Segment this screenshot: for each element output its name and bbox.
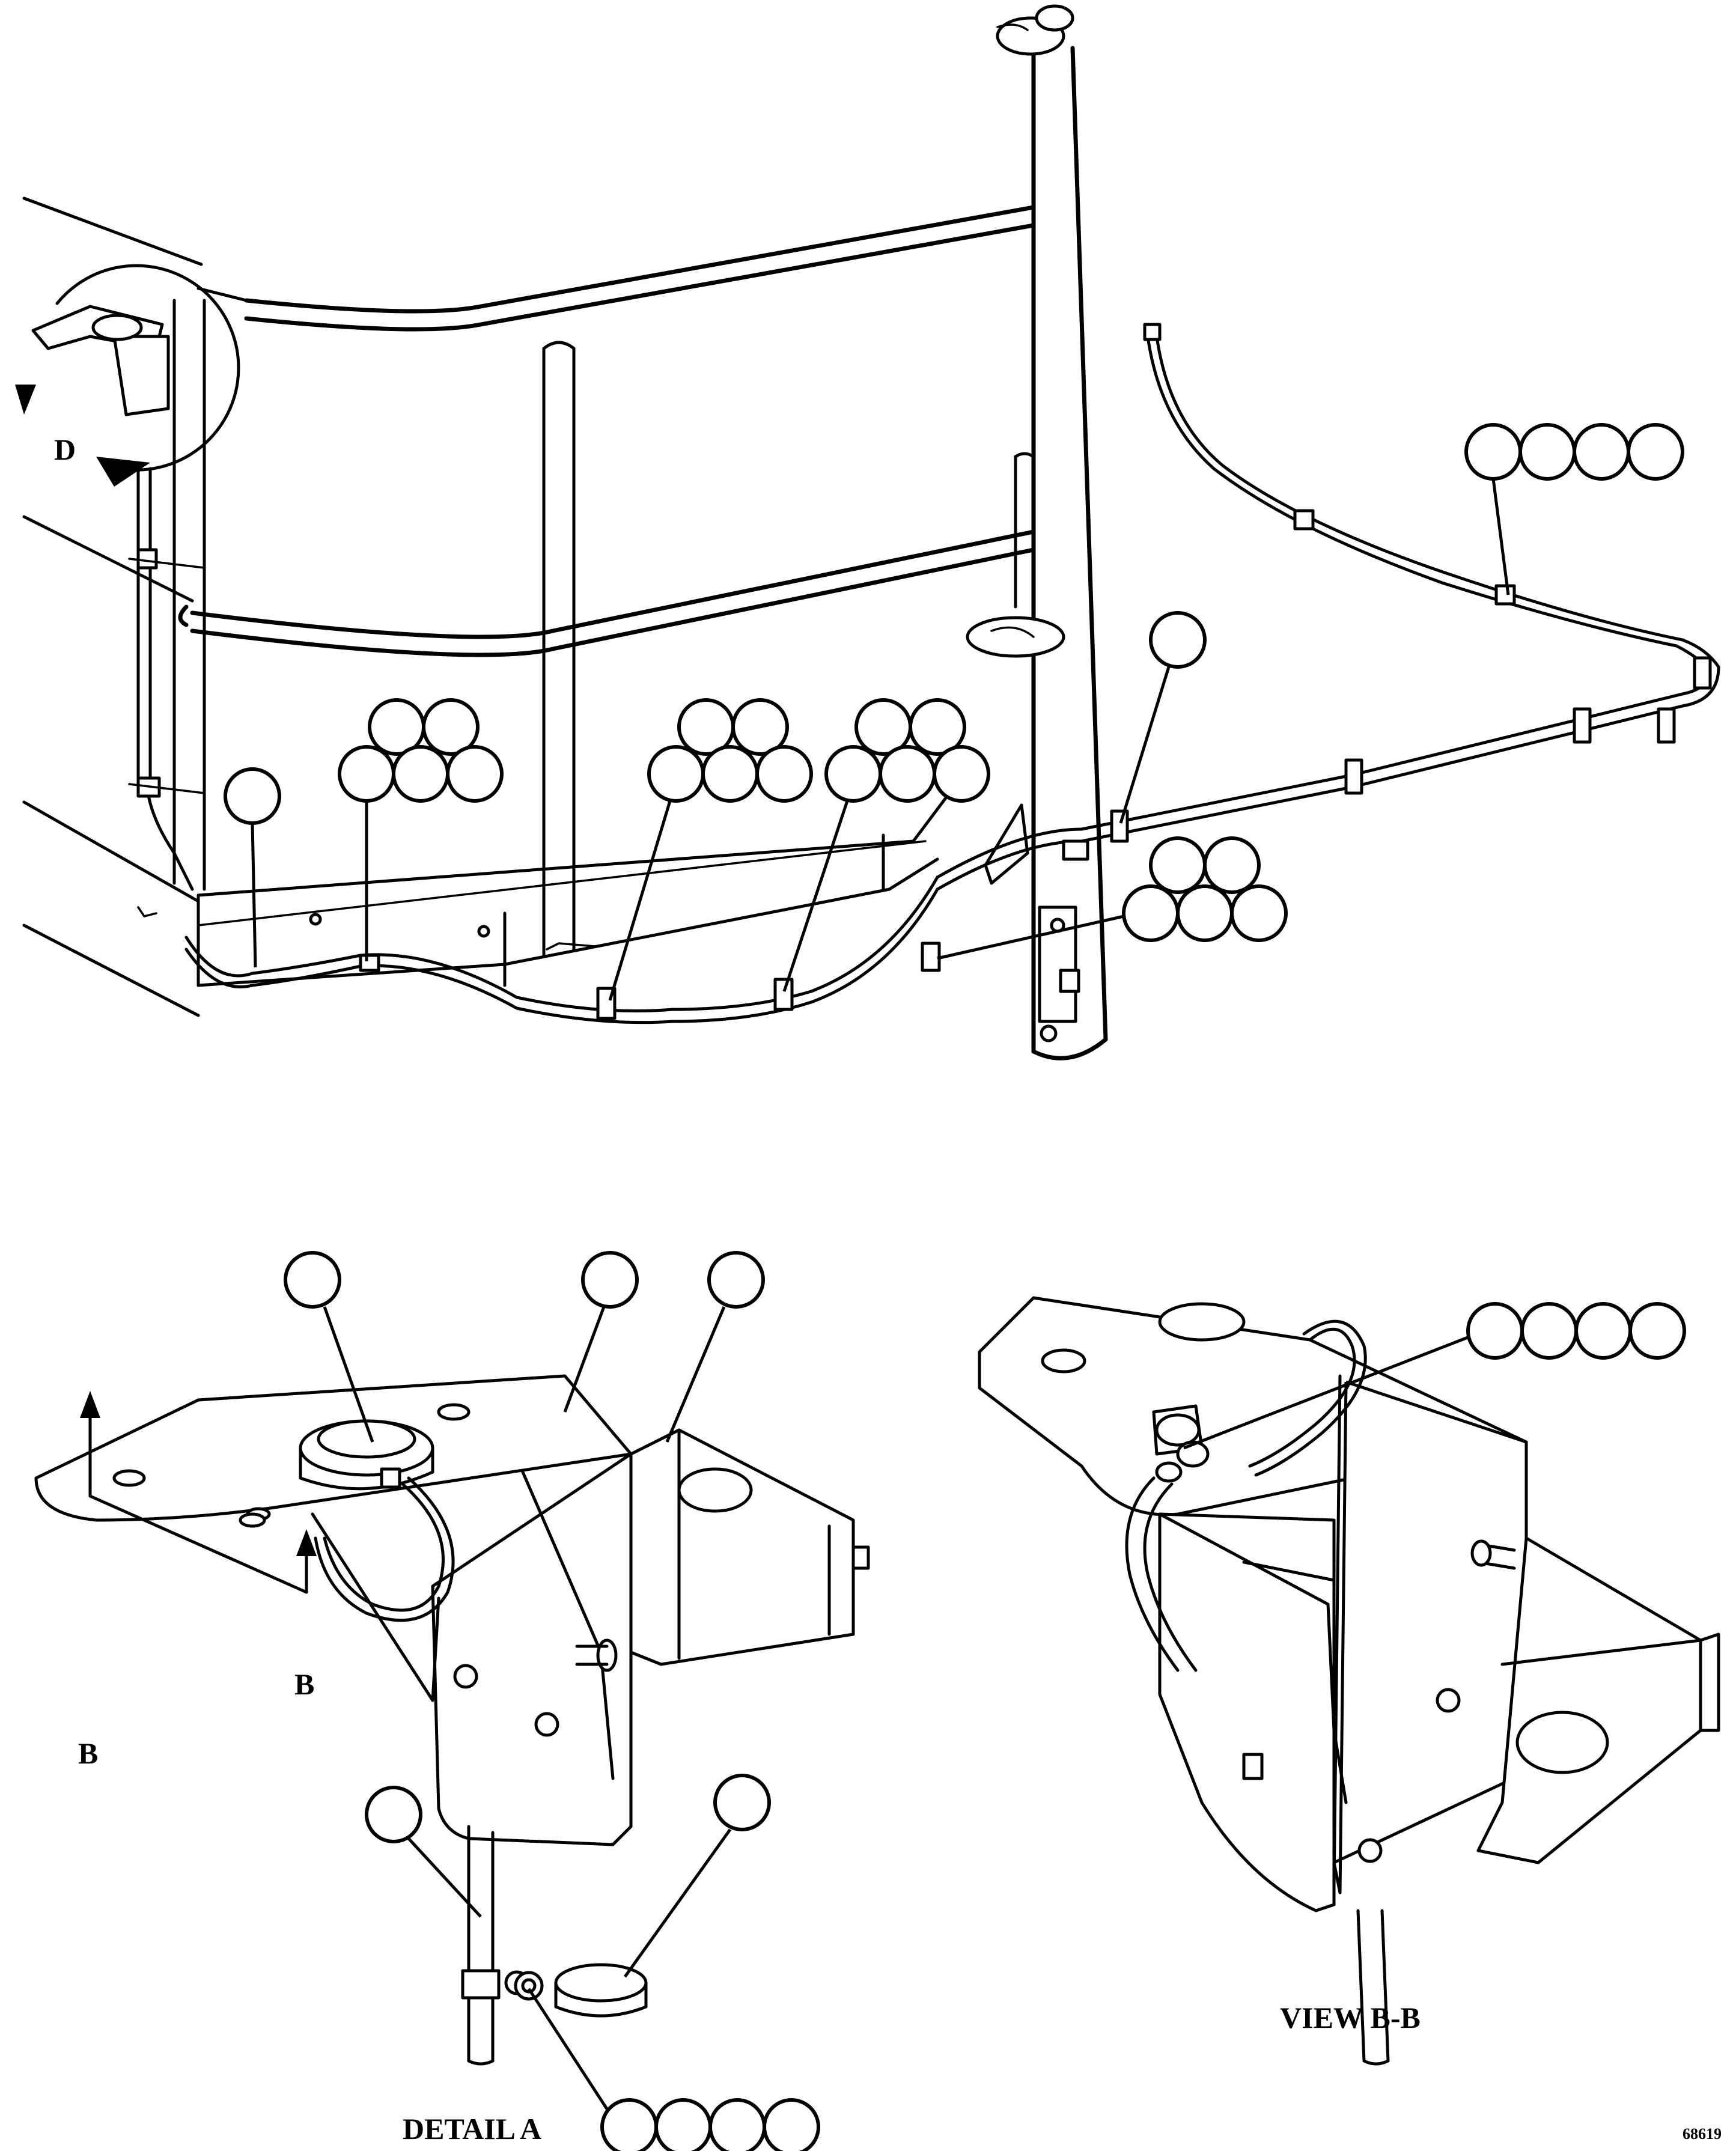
callout-group-top-right xyxy=(1464,423,1684,595)
callout-group-middle-5 xyxy=(608,698,813,1001)
callout-mid-right xyxy=(1119,611,1207,824)
detail-a-label: DETAIL A xyxy=(403,2112,541,2146)
view-bb-label: VIEW B-B xyxy=(1280,2001,1421,2034)
callout-set xyxy=(224,423,1686,2151)
callout-detail-a xyxy=(284,1251,771,1978)
callout-group-right-5 xyxy=(937,836,1288,960)
callout-left-single xyxy=(224,767,281,968)
callout-group-left-5 xyxy=(338,698,504,961)
figure-number: 68619 xyxy=(1683,2125,1722,2143)
top-assembly-drawing xyxy=(15,4,1720,1060)
section-bb-marker xyxy=(80,1391,317,1594)
section-d-label: D xyxy=(54,433,76,466)
callout-group-middle-right-5 xyxy=(782,698,990,992)
section-b-label-right: B xyxy=(294,1667,314,1701)
section-b-label-left: B xyxy=(78,1736,98,1770)
callout-group-bottom-detail xyxy=(527,1988,820,2151)
callout-group-view-bb xyxy=(1183,1302,1686,1450)
view-bb-drawing xyxy=(978,1296,1720,2066)
detail-a-drawing xyxy=(34,1374,870,2066)
